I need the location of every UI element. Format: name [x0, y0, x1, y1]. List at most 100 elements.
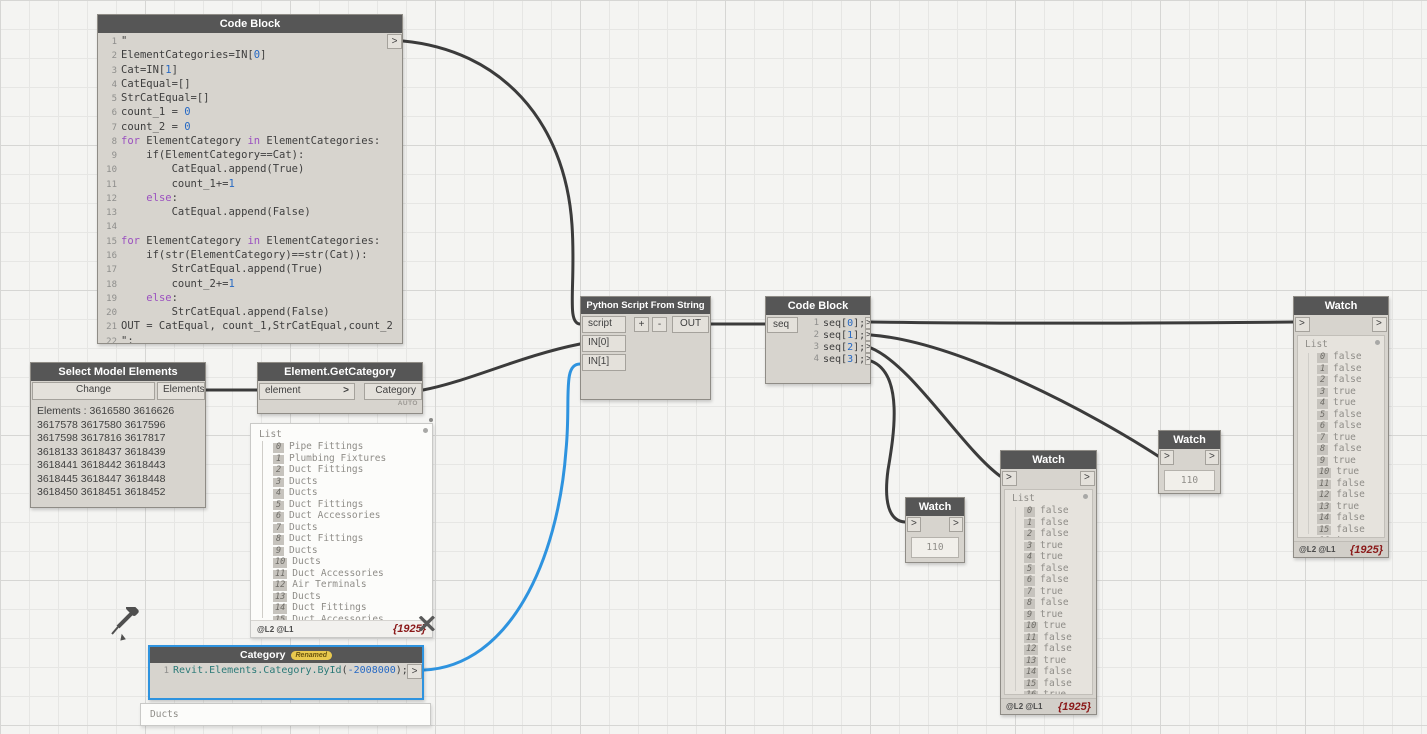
output-port[interactable]: >: [865, 353, 870, 365]
node-title[interactable]: Category: [239, 649, 286, 661]
node-title[interactable]: Watch: [1001, 451, 1096, 469]
lacing-label: @L2 @L1: [1006, 702, 1043, 711]
scrollbar-thumb[interactable]: [423, 428, 428, 433]
scrollbar-thumb[interactable]: [1375, 340, 1380, 345]
wire-seq2-to-watch-mid[interactable]: [869, 346, 1002, 478]
lacing-label: @L2 @L1: [1299, 545, 1336, 554]
input-port-seq[interactable]: seq: [767, 317, 798, 333]
node-title[interactable]: Python Script From String: [581, 297, 710, 314]
list-count: {1925}: [392, 623, 426, 635]
output-port-elements[interactable]: Elements: [157, 382, 205, 400]
input-port-in1[interactable]: IN[1]: [582, 354, 626, 371]
output-port[interactable]: >: [1080, 471, 1095, 486]
input-port-in0[interactable]: IN[0]: [582, 335, 626, 352]
node-title[interactable]: Code Block: [98, 15, 402, 33]
input-port[interactable]: >: [1002, 471, 1017, 486]
output-port[interactable]: >: [949, 517, 963, 532]
code-line: 10 CatEqual.append(True): [106, 163, 305, 176]
remove-input-button[interactable]: -: [652, 317, 667, 332]
renamed-badge: Renamed: [290, 651, 333, 660]
input-port[interactable]: >: [1295, 317, 1310, 332]
list-root-label: List: [1305, 339, 1328, 350]
output-port[interactable]: >: [1372, 317, 1387, 332]
wire-seq3-to-watch-count-bottom[interactable]: [869, 359, 907, 524]
output-port[interactable]: >: [865, 329, 870, 341]
output-port-category[interactable]: Category: [364, 383, 422, 400]
category-preview-bubble[interactable]: Ducts: [140, 703, 431, 726]
input-port[interactable]: >: [907, 517, 921, 532]
output-port-out[interactable]: OUT: [672, 316, 709, 333]
wire-categorynode-to-in1-selected[interactable]: [422, 362, 582, 672]
scrollbar-thumb[interactable]: [1083, 494, 1088, 499]
wire-seq0-to-watch-right[interactable]: [869, 320, 1295, 325]
preview-toggle-dot[interactable]: [429, 418, 433, 422]
code-line: 12 else:: [106, 191, 178, 204]
watch-node-count-right: Watch > > 110: [1158, 430, 1221, 494]
node-title[interactable]: Code Block: [766, 297, 870, 315]
node-title[interactable]: Select Model Elements: [31, 363, 205, 381]
text-line: 3618450 3618451 3618452: [37, 486, 166, 498]
wire-seq1-to-watch-count-right[interactable]: [869, 333, 1160, 458]
input-port-element[interactable]: element >: [259, 383, 355, 400]
text-line: 3618133 3618437 3618439: [37, 445, 166, 458]
node-title[interactable]: Watch: [1294, 297, 1388, 315]
list-root-label: List: [259, 429, 282, 440]
input-port-script[interactable]: script: [582, 316, 626, 333]
output-port[interactable]: >: [865, 317, 870, 329]
chevron-right-icon: >: [343, 385, 349, 396]
watch-value: 110: [1164, 470, 1215, 491]
node-title[interactable]: Element.GetCategory: [258, 363, 422, 381]
wire-codeblock-to-script[interactable]: [401, 39, 582, 326]
code-line: 17 StrCatEqual.append(True): [106, 263, 324, 276]
code-line: 18 count_2+=1: [106, 277, 235, 290]
wire-category-to-in0[interactable]: [421, 342, 582, 392]
input-port[interactable]: >: [1160, 450, 1174, 465]
tree-line: [262, 441, 263, 618]
add-input-button[interactable]: +: [634, 317, 649, 332]
select-model-elements-node: Select Model Elements Change Elements El…: [30, 362, 206, 508]
code-line: 20 StrCatEqual.append(False): [106, 306, 330, 319]
change-button[interactable]: Change: [32, 382, 155, 400]
category-preview-value: Ducts: [150, 709, 179, 720]
node-title[interactable]: Watch: [906, 498, 964, 516]
output-port[interactable]: >: [387, 34, 402, 49]
output-port[interactable]: >: [1205, 450, 1219, 465]
output-port[interactable]: >: [865, 341, 870, 353]
node-title[interactable]: Watch: [1159, 431, 1220, 449]
output-port[interactable]: >: [407, 664, 422, 679]
